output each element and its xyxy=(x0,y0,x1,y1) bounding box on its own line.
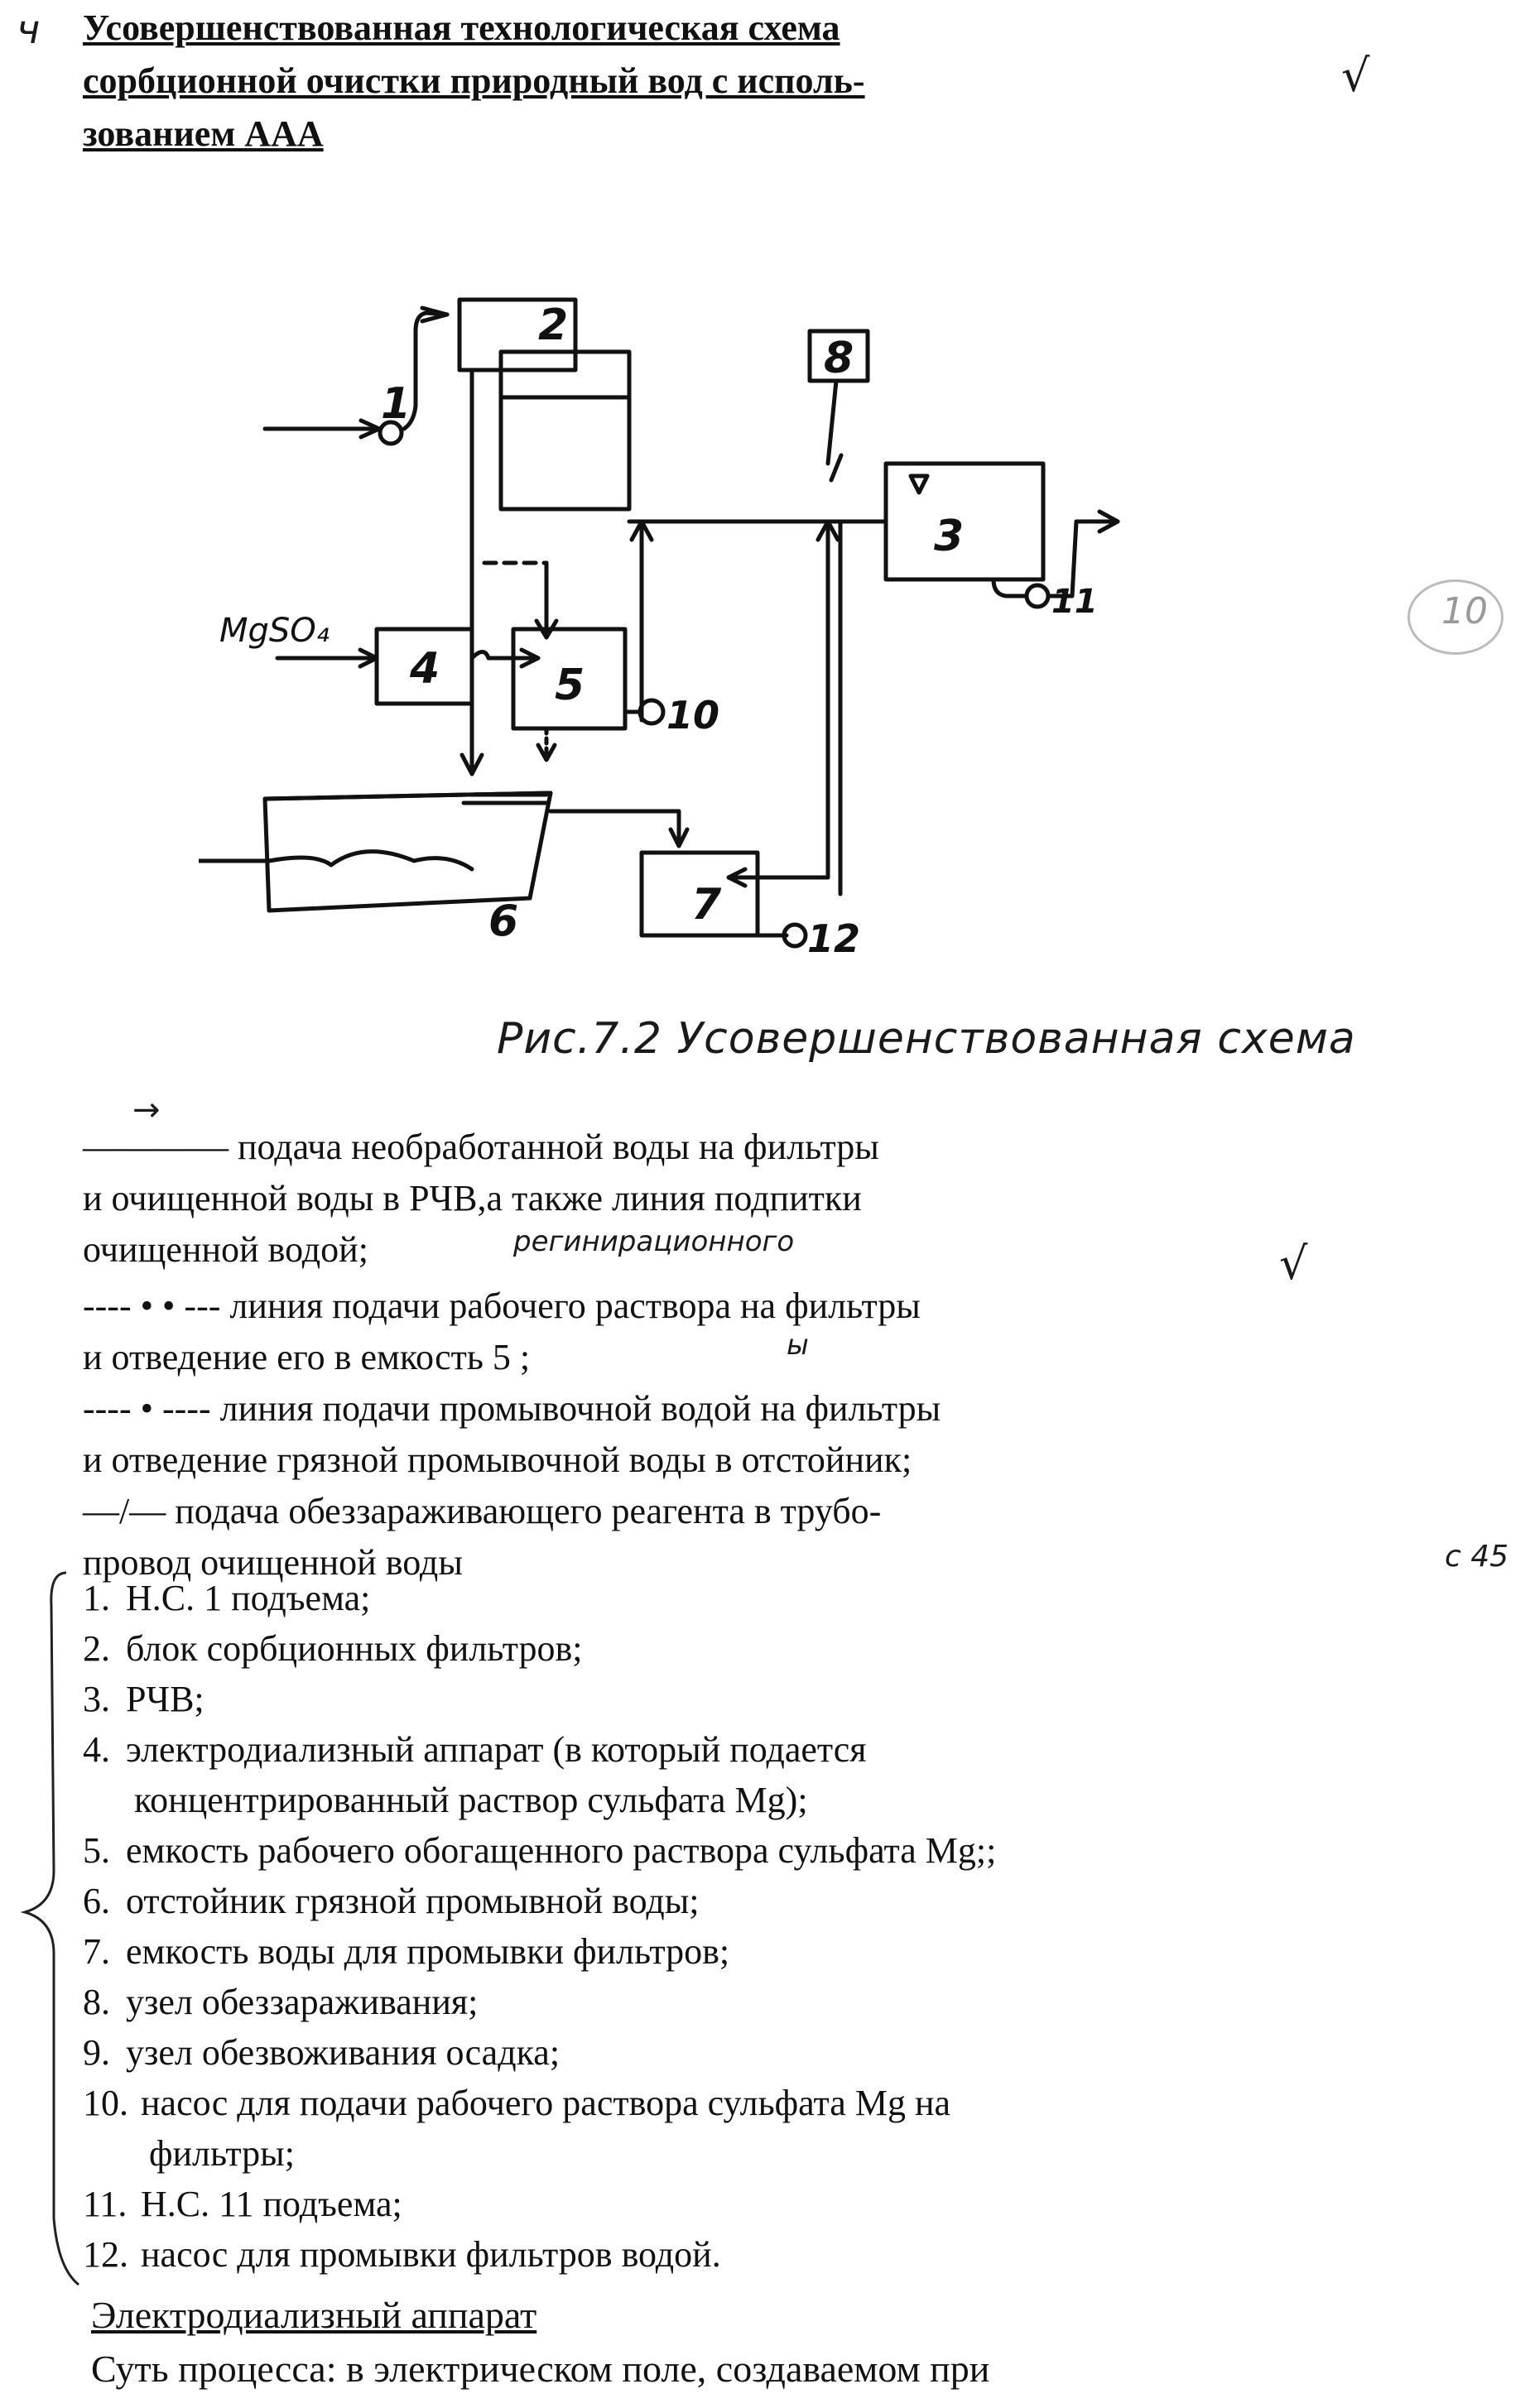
label-11: 11 xyxy=(1051,583,1098,621)
legend-line: и отведение грязной промывочной воды в о… xyxy=(83,1435,1159,1486)
item-text: РЧВ; xyxy=(126,1679,204,1719)
list-item: 2. блок сорбционных фильтров; xyxy=(83,1623,1159,1674)
legend-symbol: ———— xyxy=(83,1127,229,1167)
item-number: 8. xyxy=(83,1982,110,2022)
list-item: 8. узел обеззараживания; xyxy=(83,1977,1159,2027)
list-item: 3. РЧВ; xyxy=(83,1674,1159,1724)
legend-text: очищенной водой; xyxy=(83,1229,368,1270)
legend-text: линия подачи промывочной водой на фильтр… xyxy=(210,1388,941,1429)
item-number: 3. xyxy=(83,1679,110,1719)
legend-line: ---- • • --- линия подачи рабочего раств… xyxy=(83,1281,1159,1332)
checkmark-top: √ xyxy=(1341,50,1370,102)
working-solution-tank-box xyxy=(511,627,628,731)
legend-handwritten-arrow: → xyxy=(132,1091,161,1129)
item-text: отстойник грязной промывной воды; xyxy=(126,1881,700,1921)
circled-margin-note: 10 xyxy=(1407,579,1504,655)
list-item: 1. Н.С. 1 подъема; xyxy=(83,1573,1159,1623)
legend-text: линия подачи рабочего раствора на фильтр… xyxy=(220,1286,921,1326)
legend-text: провод очищенной воды xyxy=(83,1542,463,1583)
legend-line: и очищенной воды в РЧВ,а также линия под… xyxy=(83,1173,1159,1224)
filter-block-top xyxy=(457,297,578,372)
item-text: узел обеззараживания; xyxy=(126,1982,479,2022)
list-item: 7. емкость воды для промывки фильтров; xyxy=(83,1926,1159,1977)
item-text: блок сорбционных фильтров; xyxy=(126,1628,583,1669)
item-text: емкость рабочего обогащенного раствора с… xyxy=(126,1830,997,1871)
item-text: насос для промывки фильтров водой. xyxy=(141,2234,721,2275)
circled-note-text: 10 xyxy=(1441,590,1488,632)
legend: ———— подача необработанной воды на фильт… xyxy=(83,1122,1159,1589)
corner-mark: ч xyxy=(17,7,41,53)
legend-text: и отведение его в емкость 5 ; xyxy=(83,1337,531,1377)
page-title: Усовершенствованная технологическая схем… xyxy=(83,7,865,154)
item-text: емкость воды для промывки фильтров; xyxy=(126,1931,730,1972)
reagent-label: MgSO₄ xyxy=(219,612,330,650)
legend-symbol: ---- • ---- xyxy=(83,1388,211,1429)
label-7: 7 xyxy=(691,880,722,930)
label-8: 8 xyxy=(824,334,854,383)
item-text: узел обезвоживания осадка; xyxy=(126,2032,561,2073)
legend-text: подача обеззараживающего реагента в труб… xyxy=(166,1491,882,1531)
clean-water-reservoir-box xyxy=(883,461,1046,582)
section-title: Электродиализный аппарат xyxy=(91,2294,537,2336)
label-2: 2 xyxy=(538,300,568,350)
legend-line: очищенной водой; xyxy=(83,1224,1159,1276)
item-number: 7. xyxy=(83,1931,110,1972)
label-1: 1 xyxy=(381,379,411,429)
item-number: 4. xyxy=(83,1729,110,1770)
item-text: насос для подачи рабочего раствора сульф… xyxy=(141,2083,951,2123)
settler-box xyxy=(262,791,553,913)
list-item: 11. Н.С. 11 подъема; xyxy=(83,2179,1159,2229)
item-number: 11. xyxy=(83,2184,128,2224)
wash-water-tank-box xyxy=(639,850,760,938)
process-scheme-diagram: 1 2 3 4 5 6 7 8 9 10 11 12 MgSO₄ xyxy=(199,297,1120,961)
legend-line: и отведение его в емкость 5 ; xyxy=(83,1332,1159,1383)
component-list: 1. Н.С. 1 подъема; 2. блок сорбционных фил… xyxy=(83,1573,1159,2280)
legend-symbol: —/— xyxy=(83,1491,166,1531)
legend-text: и отведение грязной промывочной воды в о… xyxy=(83,1440,912,1480)
legend-line: провод очищенной воды xyxy=(83,1537,1159,1589)
list-item: 5. емкость рабочего обогащенного раствора… xyxy=(83,1825,1159,1876)
filter-block-body xyxy=(498,349,632,512)
label-10: 10 xyxy=(666,693,719,738)
item-text: Н.С. 1 подъема; xyxy=(126,1578,371,1618)
item-continuation: фильтры; xyxy=(149,2133,295,2174)
list-item: 6. отстойник грязной промывной воды; xyxy=(83,1876,1159,1926)
disinfection-unit-box xyxy=(807,329,870,383)
item-text: Н.С. 11 подъема; xyxy=(141,2184,402,2224)
electrodialysis-box xyxy=(374,627,474,706)
label-5: 5 xyxy=(555,661,585,710)
list-item: 10. насос для подачи рабочего раствора су… xyxy=(83,2078,1159,2128)
item-number: 5. xyxy=(83,1830,110,1871)
label-12: 12 xyxy=(807,916,860,961)
handwritten-regen-note: регинирационного xyxy=(513,1225,795,1258)
label-3: 3 xyxy=(934,512,964,561)
legend-line: ———— подача необработанной воды на фильт… xyxy=(83,1122,1159,1173)
list-item: 4. электродиализный аппарат (в который по… xyxy=(83,1724,1159,1775)
item-number: 12. xyxy=(83,2234,128,2275)
handwritten-ending-note: ы xyxy=(787,1329,809,1362)
legend-line: —/— подача обеззараживающего реагента в … xyxy=(83,1486,1159,1537)
item-number: 9. xyxy=(83,2032,110,2073)
item-number: 1. xyxy=(83,1578,110,1618)
figure-caption: Рис.7.2 Усовершенствованная схема xyxy=(497,1014,1356,1064)
list-item: 9. узел обезвоживания осадка; xyxy=(83,2027,1159,2078)
item-number: 6. xyxy=(83,1881,110,1921)
body-text: Суть процесса: в электрическом поле, соз… xyxy=(91,2348,990,2390)
legend-text: и очищенной воды в РЧВ,а также линия под… xyxy=(83,1178,862,1218)
legend-text: подача необработанной воды на фильтры xyxy=(229,1127,879,1167)
list-item: 12. насос для промывки фильтров водой. xyxy=(83,2229,1159,2280)
label-6: 6 xyxy=(488,896,518,946)
item-text: электродиализный аппарат (в который пода… xyxy=(126,1729,867,1770)
item-number: 10. xyxy=(83,2083,128,2123)
side-margin-note: с 45 xyxy=(1445,1540,1509,1574)
item-continuation: концентрированный раствор сульфата Mg); xyxy=(134,1780,808,1820)
label-4: 4 xyxy=(409,644,440,694)
legend-symbol: ---- • • --- xyxy=(83,1286,221,1326)
item-number: 2. xyxy=(83,1628,110,1669)
handwritten-brace xyxy=(20,1571,79,2286)
checkmark-middle: √ xyxy=(1279,1238,1308,1290)
legend-line: ---- • ---- линия подачи промывочной вод… xyxy=(83,1383,1159,1435)
